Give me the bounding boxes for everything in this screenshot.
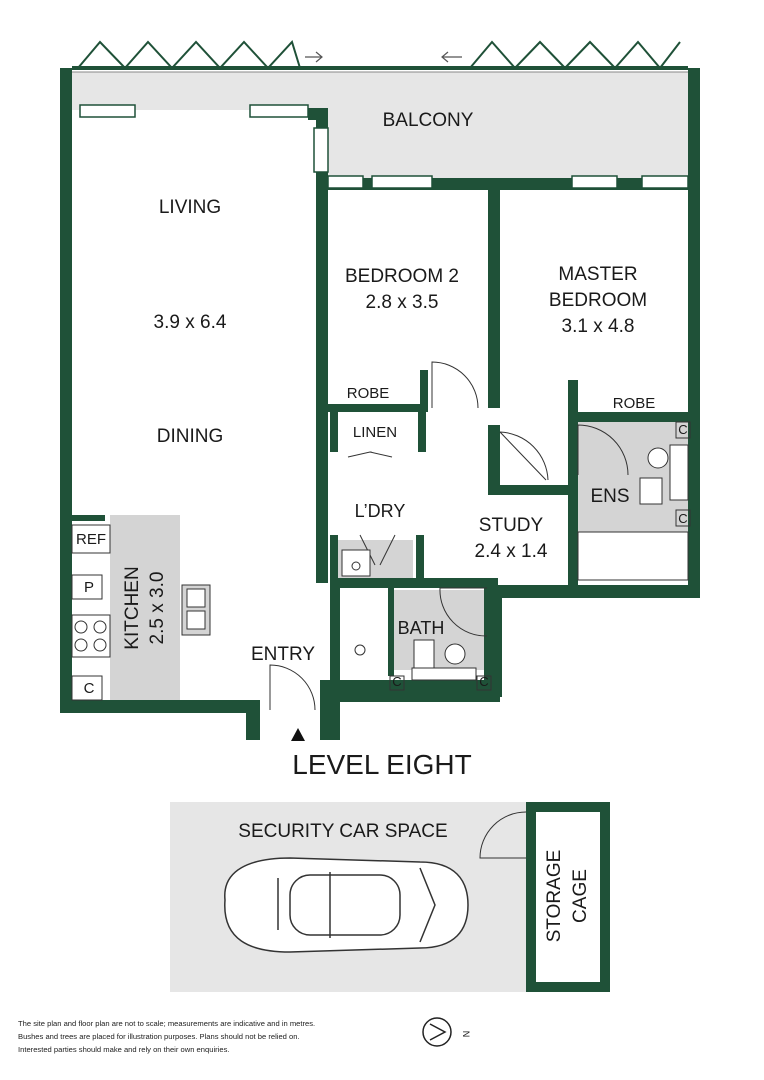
living-label: LIVING xyxy=(159,197,221,218)
ensuite-label: ENS xyxy=(590,486,629,507)
bath-label: BATH xyxy=(398,618,445,638)
cooktop-icon xyxy=(71,614,111,658)
car-space-title: SECURITY CAR SPACE xyxy=(238,821,447,842)
entry-label: ENTRY xyxy=(251,644,315,665)
kitchen-sink-icon xyxy=(181,584,211,636)
disclaimer-line: Bushes and trees are placed for illustra… xyxy=(18,1032,300,1041)
car-icon xyxy=(224,857,469,953)
cupboard-bath-right-label: C xyxy=(479,674,488,689)
bath-floor xyxy=(392,590,488,670)
doors xyxy=(269,361,629,711)
storage-cage xyxy=(526,802,610,992)
level-title: LEVEL EIGHT xyxy=(292,749,471,780)
master-label-line2: BEDROOM xyxy=(549,290,647,311)
fridge-label: REF xyxy=(76,531,106,548)
bedroom2-label: BEDROOM 2 xyxy=(345,266,459,287)
cupboard-boxes xyxy=(71,421,691,701)
living-size: 3.9 x 6.4 xyxy=(154,312,227,333)
storage-label-line2: CAGE xyxy=(570,869,591,923)
balcony-label: BALCONY xyxy=(383,110,474,131)
storage-door xyxy=(479,811,527,859)
study-size: 2.4 x 1.4 xyxy=(475,541,548,562)
disclaimer-line: The site plan and floor plan are not to … xyxy=(18,1019,316,1028)
bedroom2-size: 2.8 x 3.5 xyxy=(366,292,439,313)
master-size: 3.1 x 4.8 xyxy=(562,316,635,337)
cupboard-ens-bottom-label: C xyxy=(678,511,687,526)
laundry-tub xyxy=(341,549,371,577)
cupboard-bath-left-label: C xyxy=(392,674,401,689)
disclaimer: The site plan and floor plan are not to … xyxy=(18,1017,358,1056)
walls xyxy=(60,68,700,740)
study-label: STUDY xyxy=(479,515,544,536)
master-label-line1: MASTER xyxy=(558,264,637,285)
cupboard-kitchen-label: C xyxy=(84,680,95,697)
cupboard-ens-top-label: C xyxy=(678,422,687,437)
linen-label: LINEN xyxy=(353,424,397,441)
storage-label-line1: STORAGE xyxy=(544,850,565,943)
kitchen-size: 2.5 x 3.0 xyxy=(147,572,168,645)
kitchen-bench xyxy=(110,515,180,700)
pantry-label: P xyxy=(84,579,94,596)
robe-master-label: ROBE xyxy=(613,395,656,412)
bifold-screens xyxy=(72,40,688,73)
compass-north-label: N xyxy=(461,1031,471,1038)
compass-icon xyxy=(422,1017,452,1047)
laundry-label: L’DRY xyxy=(355,501,406,521)
entry-arrow-icon xyxy=(291,728,305,741)
disclaimer-line: Interested parties should make and rely … xyxy=(18,1045,230,1054)
kitchen-label: KITCHEN xyxy=(122,566,143,649)
robe-bed2-label: ROBE xyxy=(347,385,390,402)
slide-arrows xyxy=(305,51,462,63)
toilet-icon xyxy=(354,444,689,681)
windows xyxy=(79,104,689,189)
dining-label: DINING xyxy=(157,426,224,447)
